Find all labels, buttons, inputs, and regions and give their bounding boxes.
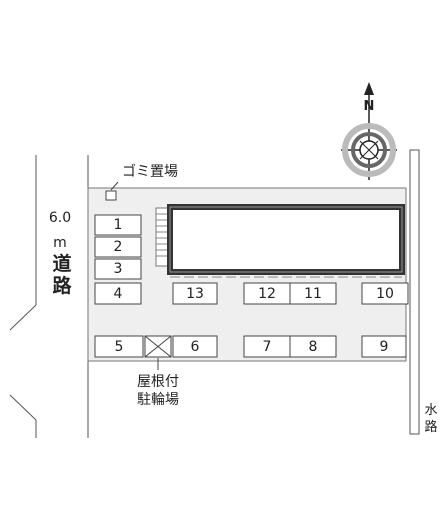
parking-space-6 xyxy=(172,335,218,358)
parking-space-13 xyxy=(172,282,218,305)
north-label: N xyxy=(364,99,375,114)
parking-space-10-label: 10 xyxy=(376,286,394,302)
parking-space-1-label: 1 xyxy=(114,217,123,233)
compass-icon xyxy=(341,82,397,180)
parking-space-11 xyxy=(289,282,337,305)
parking-space-1 xyxy=(94,214,142,236)
parking-space-2-label: 2 xyxy=(114,239,123,255)
parking-space-5 xyxy=(94,335,144,358)
waterway xyxy=(409,149,420,435)
parking-space-9 xyxy=(361,335,407,358)
road-label-char-2: 路 xyxy=(52,274,72,297)
garbage-leader-line xyxy=(110,181,119,191)
stairs xyxy=(155,207,171,267)
parking-space-4-label: 4 xyxy=(114,286,123,302)
building-outline xyxy=(169,206,403,273)
parking-space-10 xyxy=(361,282,409,305)
road-width-unit: m xyxy=(53,235,67,251)
parking-space-3 xyxy=(94,258,142,280)
road-label-char-1: 道 xyxy=(52,252,71,275)
bike-parking-label-line1: 屋根付 xyxy=(137,374,179,390)
parking-space-7-label: 7 xyxy=(263,339,272,355)
bike-parking-label-line2: 駐輪場 xyxy=(137,391,179,408)
garbage-area xyxy=(105,190,117,201)
road-corner-upper xyxy=(9,304,37,331)
parking-space-11-label: 11 xyxy=(304,286,322,302)
parking-space-2 xyxy=(94,236,142,258)
parking-space-5-label: 5 xyxy=(115,339,124,355)
parking-space-13-label: 13 xyxy=(186,286,204,302)
parking-space-4 xyxy=(94,282,142,305)
building xyxy=(167,204,405,275)
waterway-label-char-2: 路 xyxy=(424,419,437,435)
road-corner-lower xyxy=(9,394,37,421)
road-width-label: 6.0 xyxy=(49,210,71,226)
waterway-label-char-1: 水 xyxy=(424,403,437,418)
parking-space-9-label: 9 xyxy=(380,339,389,355)
parking-space-3-label: 3 xyxy=(114,261,123,277)
parking-space-6-label: 6 xyxy=(191,339,200,355)
parking-space-8-label: 8 xyxy=(309,339,318,355)
bike-parking-box xyxy=(144,335,172,358)
garbage-label: ゴミ置場 xyxy=(122,163,178,180)
parking-space-8 xyxy=(289,335,337,358)
parking-space-12-label: 12 xyxy=(258,286,276,302)
